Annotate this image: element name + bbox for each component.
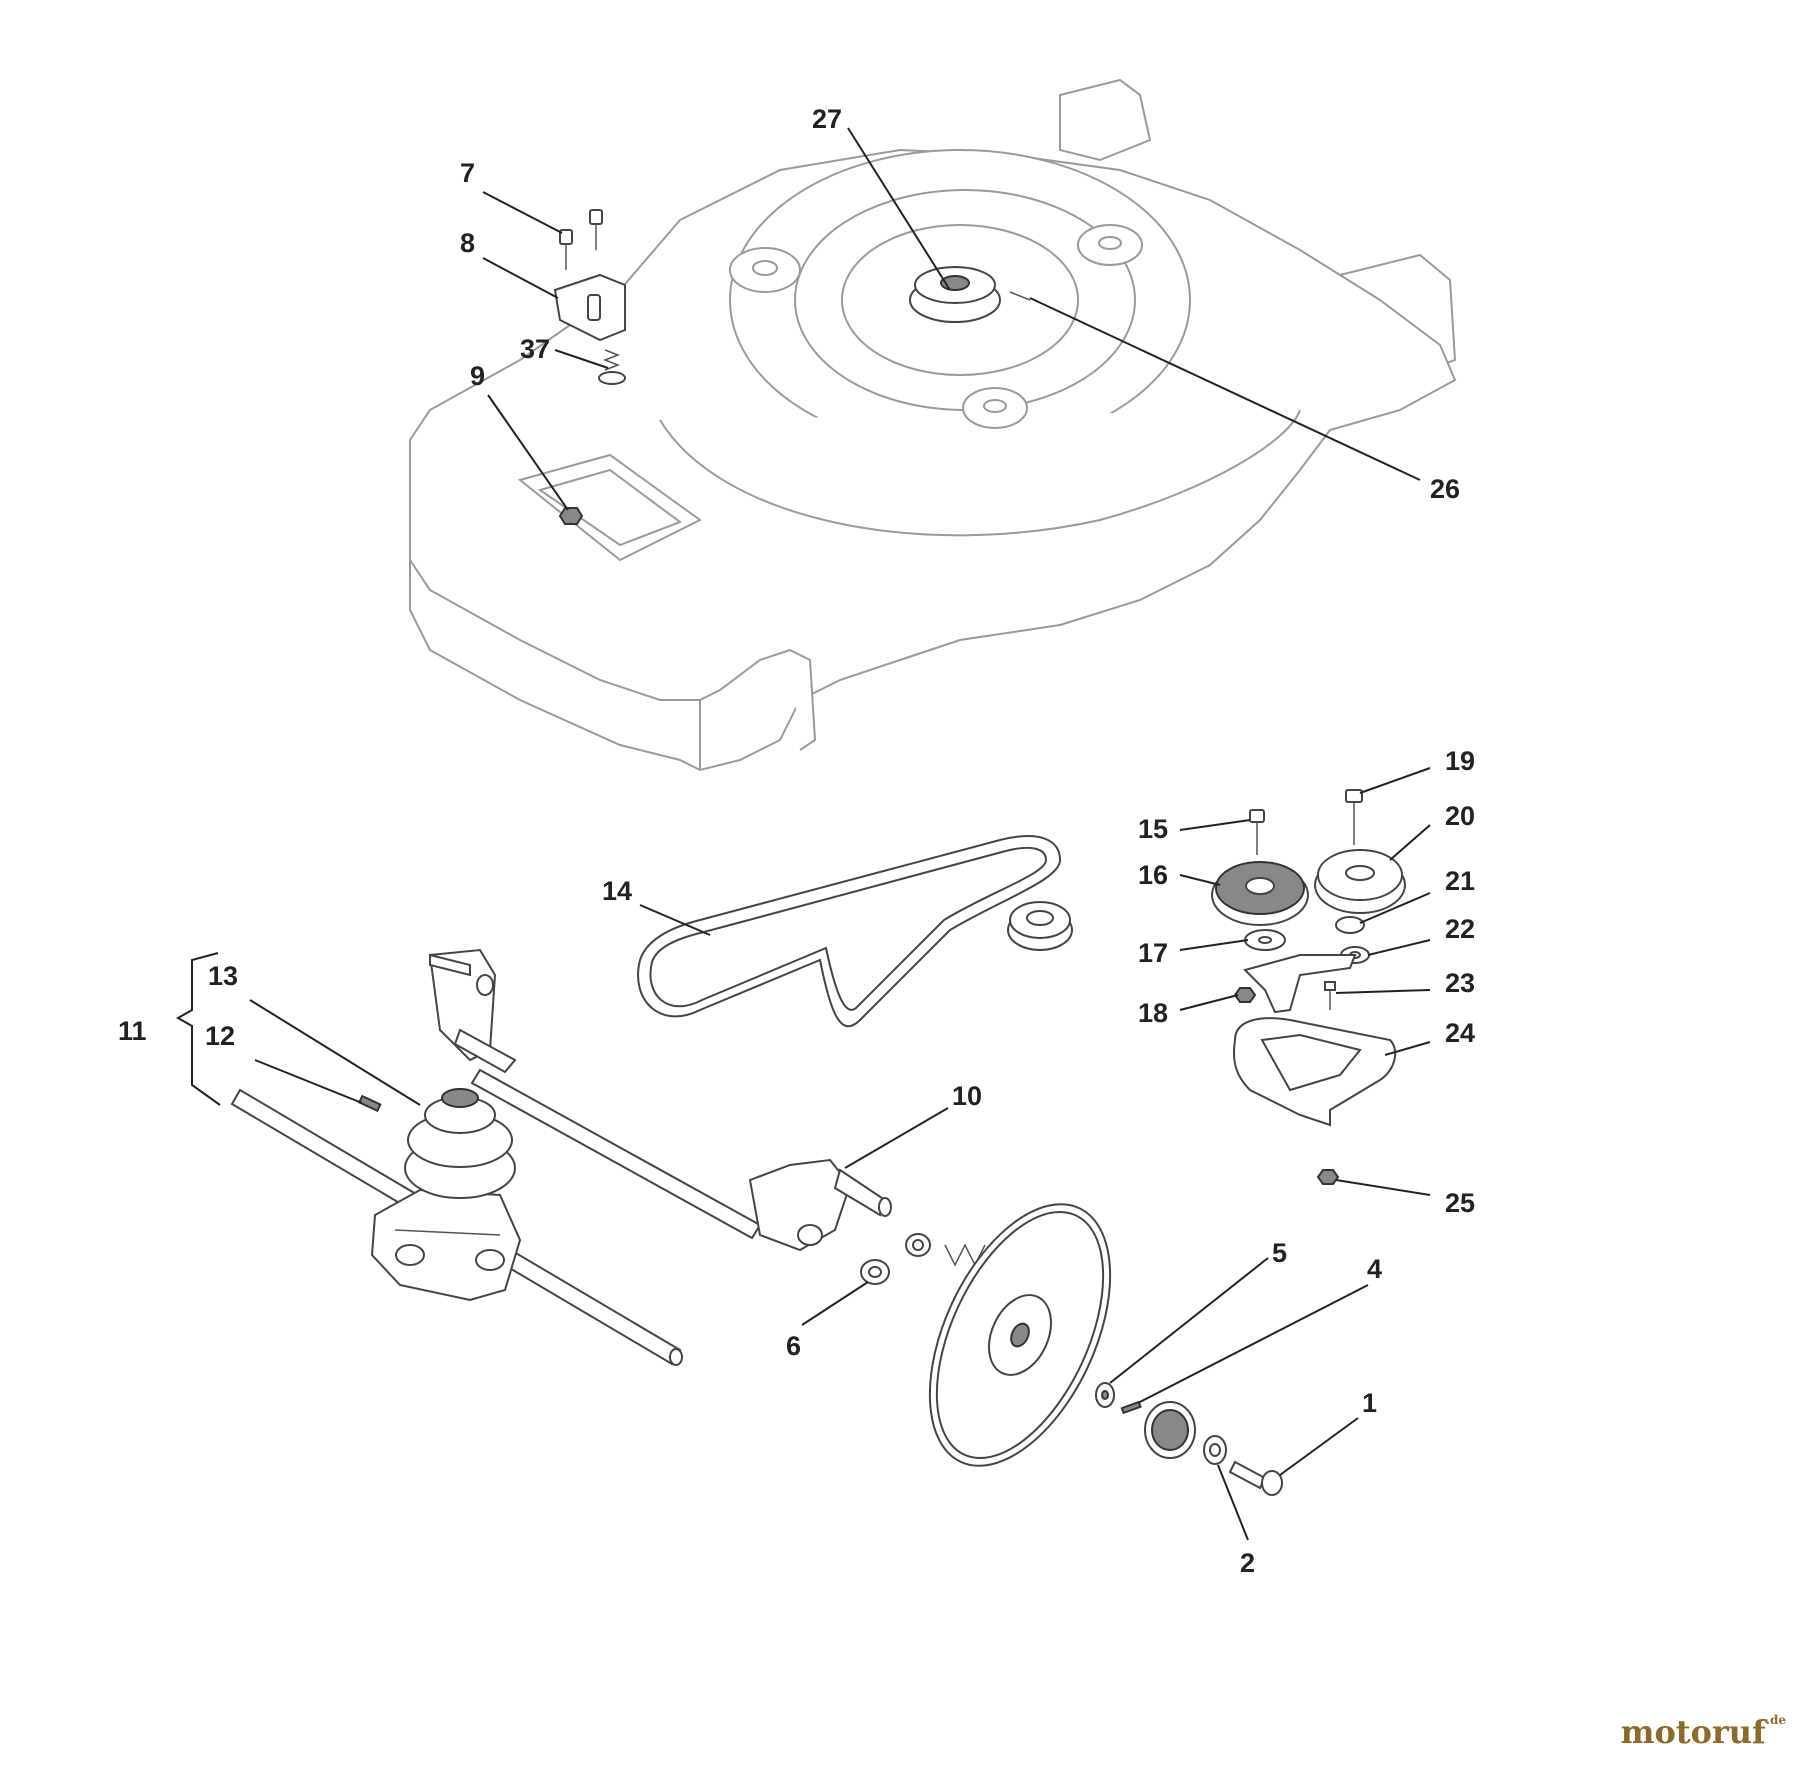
bracket-8 xyxy=(553,273,626,342)
callout-21: 21 xyxy=(1445,866,1475,896)
tension-arm xyxy=(1243,954,1357,1014)
callout-11: 11 xyxy=(118,1016,147,1046)
callout-16: 16 xyxy=(1138,860,1168,890)
pulley-16 xyxy=(1211,861,1309,926)
washer-2 xyxy=(1203,1435,1227,1465)
key-12 xyxy=(357,1094,382,1113)
callout-2: 2 xyxy=(1240,1548,1255,1578)
belt-idler-pulley xyxy=(1007,901,1073,951)
gearbox-11 xyxy=(370,1188,522,1302)
washer-17 xyxy=(1244,929,1286,951)
callout-22: 22 xyxy=(1445,914,1475,944)
callout-19: 19 xyxy=(1445,746,1475,776)
callout-13: 13 xyxy=(208,961,238,991)
callout-9: 9 xyxy=(470,361,485,391)
washer-5 xyxy=(1095,1382,1115,1408)
spring-37 xyxy=(598,349,626,385)
mower-deck xyxy=(409,78,1457,772)
pulley-20 xyxy=(1314,849,1406,914)
callout-15: 15 xyxy=(1138,814,1168,844)
nut-9 xyxy=(558,507,584,525)
bolts-7 xyxy=(559,209,603,270)
callout-4: 4 xyxy=(1367,1254,1382,1284)
wheel xyxy=(928,1203,1112,1467)
watermark-logo: motoruf.de xyxy=(1621,1713,1786,1751)
callout-37: 37 xyxy=(520,334,550,364)
callout-23: 23 xyxy=(1445,968,1475,998)
gearbox-pulley-13 xyxy=(404,1088,516,1199)
callout-1: 1 xyxy=(1362,1388,1377,1418)
rod-bracket-upper xyxy=(428,948,517,1074)
callout-7: 7 xyxy=(460,158,475,188)
bracket-10 xyxy=(748,1158,892,1252)
callout-25: 25 xyxy=(1445,1188,1475,1218)
callout-12: 12 xyxy=(205,1021,235,1051)
callout-5: 5 xyxy=(1272,1238,1287,1268)
callout-6: 6 xyxy=(786,1331,801,1361)
control-rod xyxy=(470,1068,762,1240)
callout-10: 10 xyxy=(952,1081,982,1111)
watermark-brand: motoruf xyxy=(1620,1713,1766,1751)
plate-24 xyxy=(1232,1017,1397,1127)
washer-wheel xyxy=(905,1233,931,1257)
callout-20: 20 xyxy=(1445,801,1475,831)
washer-21 xyxy=(1335,916,1365,934)
bolt-1 xyxy=(1228,1460,1283,1496)
key-4 xyxy=(1120,1400,1142,1415)
callout-18: 18 xyxy=(1138,998,1168,1028)
callout-26: 26 xyxy=(1430,474,1460,504)
callout-24: 24 xyxy=(1445,1018,1475,1048)
bolt-15 xyxy=(1249,809,1265,855)
spacer-6 xyxy=(860,1259,890,1285)
watermark-suffix: .de xyxy=(1765,1713,1786,1727)
callout-14: 14 xyxy=(602,876,632,906)
leader-lines xyxy=(175,127,1431,1541)
callout-27: 27 xyxy=(812,104,842,134)
callout-17: 17 xyxy=(1138,938,1168,968)
bolt-23 xyxy=(1324,981,1336,1010)
bolt-19 xyxy=(1345,789,1363,845)
callout-8: 8 xyxy=(460,228,475,258)
callout-labels: 7 8 37 9 27 26 14 13 11 12 10 15 16 17 1… xyxy=(118,104,1475,1578)
nut-25 xyxy=(1316,1169,1340,1185)
pinion-gear xyxy=(1144,1401,1196,1459)
